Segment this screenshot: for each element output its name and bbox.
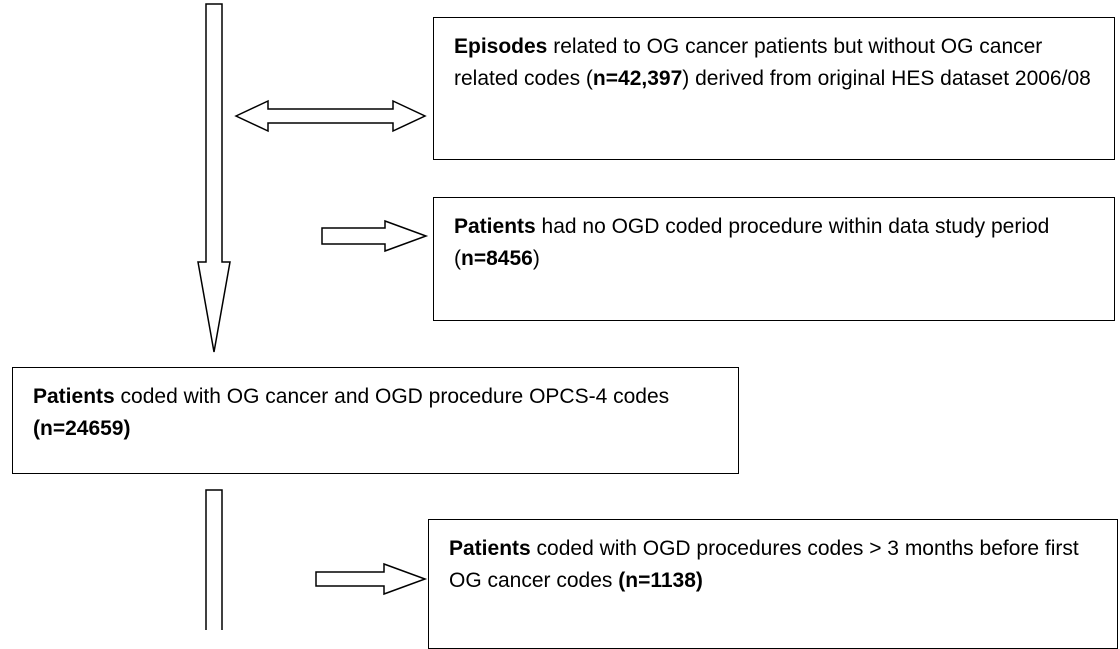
flow-arrows	[197, 3, 429, 630]
excluded-episodes-count: n=42,397	[592, 67, 683, 90]
early-ogd-text: coded with OGD procedures codes > 3 mont…	[449, 537, 1079, 592]
no-ogd-patients-box: Patients had no OGD coded procedure with…	[433, 197, 1115, 321]
early-ogd-bold: Patients	[449, 537, 531, 560]
excluded-episodes-bold: Episodes	[454, 35, 548, 58]
down-arrow-lower	[205, 489, 223, 630]
double-arrow-episodes	[234, 99, 427, 133]
included-text: coded with OG cancer and OGD procedure O…	[114, 385, 670, 408]
excluded-episodes-box: Episodes related to OG cancer patients b…	[433, 17, 1115, 160]
no-ogd-text-end: )	[532, 247, 540, 270]
right-arrow-no-ogd	[321, 219, 429, 253]
no-ogd-bold: Patients	[454, 215, 536, 238]
excluded-episodes-text-end: ) derived from original HES dataset 2006…	[682, 67, 1091, 90]
no-ogd-count: n=8456	[461, 247, 533, 270]
included-count: (n=24659)	[33, 417, 131, 440]
early-ogd-count: (n=1138)	[618, 569, 703, 592]
early-ogd-patients-box: Patients coded with OGD procedures codes…	[428, 519, 1118, 649]
included-bold: Patients	[33, 385, 115, 408]
right-arrow-early-ogd	[315, 562, 428, 596]
down-arrow-main	[197, 3, 231, 353]
excluded-episodes-text: related to OG cancer patients but withou…	[454, 35, 1043, 90]
included-patients-box: Patients coded with OG cancer and OGD pr…	[12, 367, 739, 474]
no-ogd-text: had no OGD coded procedure within data s…	[454, 215, 1050, 270]
